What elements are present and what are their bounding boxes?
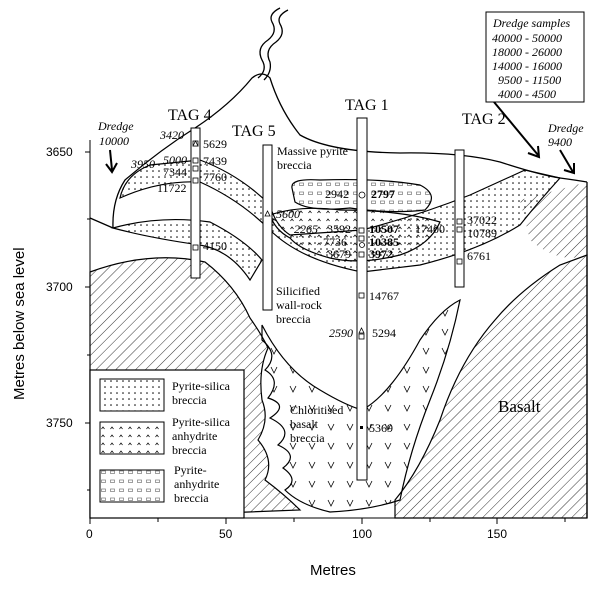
value-label: 2942 <box>325 187 349 201</box>
value-label: 37022 <box>467 213 497 227</box>
dredge-left-value: 10000 <box>99 134 129 148</box>
dredge-box-title: Dredge samples <box>492 16 571 30</box>
legend-label: breccia <box>174 491 209 505</box>
x-tick-label: 100 <box>352 527 372 541</box>
dredge-left-arrow <box>105 149 118 174</box>
dredge-right-arrow <box>559 149 575 175</box>
dredge-box-arrow <box>493 101 541 159</box>
value-label: 3950 <box>130 157 155 171</box>
value-label: 7736 <box>323 235 347 249</box>
tag5-values: 5600 2265 <box>276 207 318 236</box>
value-label: 10385 <box>369 235 399 249</box>
value-label: 7344 <box>163 165 187 179</box>
legend-label: breccia <box>172 393 207 407</box>
value-label: 3679 <box>327 247 351 261</box>
value-label: 7439 <box>203 154 227 168</box>
value-label: 3592 <box>327 222 351 236</box>
chloritised-breccia-region <box>261 298 461 513</box>
legend-label: Pyrite- <box>174 463 207 477</box>
value-label: 10789 <box>467 226 497 240</box>
chloritised-label-2: basalt <box>290 417 319 431</box>
seafloor-profile <box>89 73 588 229</box>
borehole-tag4[interactable] <box>190 127 201 279</box>
pyrite-silica-anhydrite-region <box>269 207 441 262</box>
value-label: 17400 <box>415 222 445 236</box>
tag4-label: TAG 4 <box>168 107 212 124</box>
value-label: 5600 <box>276 207 300 221</box>
y-axis <box>85 140 91 518</box>
x-tick-label: 50 <box>219 527 233 541</box>
pyrite-silica-lower-band <box>110 219 263 282</box>
dredge-right-label: Dredge <box>547 121 584 135</box>
borehole-tag5[interactable] <box>262 144 273 311</box>
value-label: 2590 <box>329 326 353 340</box>
value-label: 11722 <box>157 181 187 195</box>
dredge-box-value: 9500 - 11500 <box>498 73 561 87</box>
chloritised-label-3: breccia <box>290 431 325 445</box>
y-tick-label: 3750 <box>46 416 73 430</box>
dredge-box-value: 18000 - 26000 <box>492 45 562 59</box>
legend-label: anhydrite <box>172 429 217 443</box>
value-label: 5294 <box>372 326 396 340</box>
basalt-label: Basalt <box>498 397 541 416</box>
y-tick-label: 3700 <box>46 280 73 294</box>
legend-label: Pyrite-silica <box>172 415 231 429</box>
chimney-plume <box>257 7 289 81</box>
x-axis <box>89 517 587 524</box>
legend-label: anhydrite <box>174 477 219 491</box>
legend-label: breccia <box>172 443 207 457</box>
value-label: 5000 <box>163 153 187 167</box>
dredge-right-value: 9400 <box>548 135 572 149</box>
tag2-label: TAG 2 <box>462 111 506 128</box>
legend: Pyrite-silica breccia Pyrite-silica anhy… <box>89 369 245 519</box>
x-tick-label: 150 <box>487 527 507 541</box>
tag5-label: TAG 5 <box>232 123 276 140</box>
value-label: 2797 <box>371 187 395 201</box>
y-tick-label: 3650 <box>46 145 73 159</box>
legend-swatch-pyrite-anhydrite <box>99 469 165 503</box>
tag2-values: 37022 10789 6761 <box>467 213 497 263</box>
dredge-box-value: 40000 - 50000 <box>492 31 562 45</box>
dredge-samples-box: Dredge samples 40000 - 50000 18000 - 260… <box>485 11 585 103</box>
value-label: 6761 <box>467 249 491 263</box>
silicified-label-3: breccia <box>276 312 311 326</box>
massive-pyrite-label: Massive pyrite <box>277 144 348 158</box>
legend-swatch-pyrite-silica-anhydrite <box>99 421 165 455</box>
tag4-values: 3420 5629 3950 5000 7439 7344 7760 11722… <box>130 128 227 253</box>
silicified-label-2: wall-rock <box>276 298 322 312</box>
legend-swatch-pyrite-silica <box>99 378 165 412</box>
value-label: 2265 <box>294 222 318 236</box>
value-label: 5629 <box>203 137 227 151</box>
sample-dot <box>360 426 363 429</box>
y-axis-label: Metres below sea level <box>11 247 28 400</box>
value-label: 14767 <box>369 289 399 303</box>
value-label: 3420 <box>159 128 184 142</box>
value-label: 3972 <box>369 247 393 261</box>
massive-pyrite-label-2: breccia <box>277 158 312 172</box>
chloritised-label: Chloritised <box>290 403 343 417</box>
borehole-tag2[interactable] <box>454 149 465 288</box>
tag1-values: 2942 2797 3592 10507 17400 7736 10385 36… <box>323 187 445 435</box>
pyrite-silica-region <box>119 159 562 273</box>
dredge-left-label: Dredge <box>97 119 134 133</box>
legend-label: Pyrite-silica <box>172 379 231 393</box>
value-label: 10507 <box>369 222 399 236</box>
value-label: 7760 <box>203 170 227 184</box>
x-axis-label: Metres <box>310 562 356 579</box>
basalt-right-region <box>394 254 588 519</box>
sample-markers <box>192 140 463 340</box>
value-label: 5369 <box>369 421 393 435</box>
dredge-box-value: 14000 - 16000 <box>492 59 562 73</box>
x-tick-label: 0 <box>86 527 93 541</box>
dredge-box-value: 4000 - 4500 <box>498 87 556 101</box>
value-label: 4150 <box>203 239 227 253</box>
tag1-label: TAG 1 <box>345 97 389 114</box>
silicified-label: Silicified <box>276 284 320 298</box>
borehole-tag1[interactable] <box>356 117 368 481</box>
